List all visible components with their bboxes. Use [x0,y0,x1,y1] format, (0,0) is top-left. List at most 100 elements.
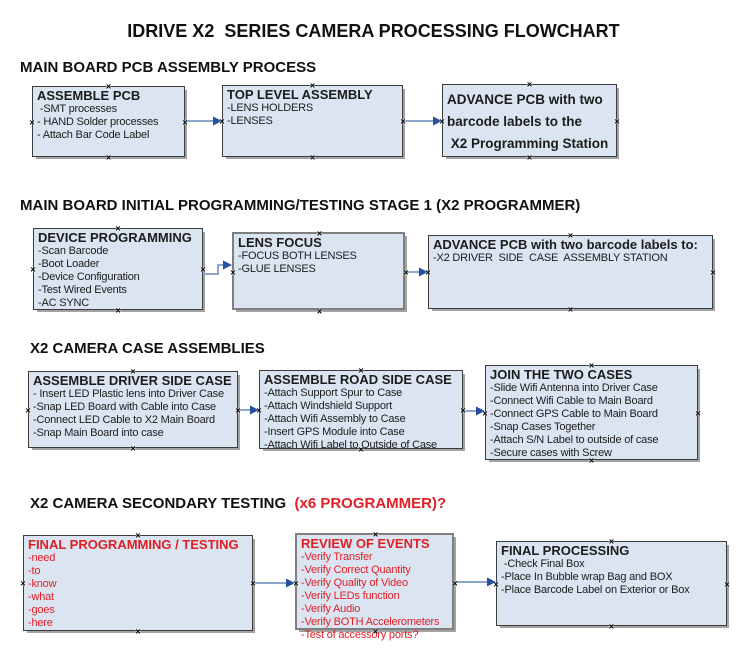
assemble-road-side-case-box-title: ASSEMBLE ROAD SIDE CASE [264,372,452,387]
connection-handle-top[interactable]: × [588,360,595,371]
join-the-two-cases-box-item: -Connect Wifi Cable to Main Board [490,395,653,407]
assemble-road-side-case-box-item: -Attach Wifi Assembly to Case [264,413,406,425]
device-programming-box[interactable]: DEVICE PROGRAMMING-Scan Barcode-Boot Loa… [30,223,206,315]
arrow-deviceprog-to-lensfocus-arrowhead-icon [223,260,232,270]
assemble-driver-side-case-box-item: -Snap Main Board into case [33,427,164,439]
review-of-events-box-item: -Verify Quality of Video [301,577,408,589]
review-of-events-box[interactable]: REVIEW OF EVENTS-Verify Transfer-Verify … [293,529,458,641]
review-of-events-box-item: -Verify Transfer [301,551,373,563]
assemble-driver-side-case-box[interactable]: ASSEMBLE DRIVER SIDE CASE- Insert LED Pl… [25,366,241,453]
review-of-events-box-title: REVIEW OF EVENTS [301,536,430,551]
join-the-two-cases-box-item: -Slide Wifi Antenna into Driver Case [490,382,658,394]
connection-handle-top[interactable]: × [130,366,136,377]
connection-handle-right[interactable]: × [250,578,256,589]
connection-handle-right[interactable]: × [710,267,716,278]
connection-handle-bottom[interactable]: × [135,626,141,637]
lens-focus-box-title: LENS FOCUS [238,235,322,250]
connection-handle-top[interactable]: × [358,365,364,376]
connection-handle-right[interactable]: × [460,405,466,415]
advance-pcb-to-driver-case-station-box-title: ADVANCE PCB with two barcode labels to: [433,237,698,252]
connection-handle-bottom[interactable]: × [588,455,595,466]
connection-handle-bottom[interactable]: × [105,152,112,163]
arrow-lensfocus-to-advancepcb2-arrowhead-icon [419,267,428,277]
connection-handle-left[interactable]: × [25,405,31,415]
arrow-deviceprog-to-lensfocus[interactable] [203,264,224,275]
assemble-driver-side-case-box-item: -Connect LED Cable to X2 Main Board [33,414,215,426]
connection-handle-right[interactable]: × [614,116,620,126]
connection-handle-bottom[interactable]: × [130,443,136,454]
top-level-assembly-box-item: -LENSES [227,115,273,127]
connection-handle-bottom[interactable]: × [567,304,574,315]
connection-handle-top[interactable]: × [135,530,141,541]
connection-handle-top[interactable]: × [567,230,574,241]
connection-handle-left[interactable]: × [30,264,36,275]
connection-handle-top[interactable]: × [316,228,323,239]
connection-handle-top[interactable]: × [309,80,316,91]
join-the-two-cases-box[interactable]: JOIN THE TWO CASES-Slide Wifi Antenna in… [482,360,701,465]
connection-handle-left[interactable]: × [256,405,262,415]
advance-pcb-to-programming-station-box[interactable]: ADVANCE PCB with two barcode labels to t… [439,79,620,162]
connection-handle-top[interactable]: × [105,81,112,92]
final-processing-box[interactable]: FINAL PROCESSING -Check Final Box -Place … [493,536,730,631]
assemble-driver-side-case-box-title: ASSEMBLE DRIVER SIDE CASE [33,373,232,388]
review-of-events-box-item: -Verify Correct Quantity [301,564,411,576]
final-programming-testing-box-item: -what [28,591,54,603]
final-programming-testing-box[interactable]: FINAL PROGRAMMING / TESTING-need-to-know… [20,530,256,636]
connection-handle-left[interactable]: × [219,116,225,127]
arrow-assemblepcb-to-toplevel-arrowhead-icon [213,116,222,126]
connection-handle-right[interactable]: × [400,116,406,127]
connection-handle-top[interactable]: × [115,223,121,234]
section-heading-case-assemblies: X2 CAMERA CASE ASSEMBLIES [30,340,265,357]
assemble-road-side-case-box-item: -Attach Wifi Label to Outside of Case [264,439,437,451]
connection-handle-right[interactable]: × [200,264,206,275]
connection-handle-right[interactable]: × [235,405,241,415]
connection-handle-bottom[interactable]: × [372,626,379,637]
connection-handle-right[interactable]: × [695,408,701,418]
connection-handle-right[interactable]: × [724,579,730,589]
join-the-two-cases-box-item: -Connect GPS Cable to Main Board [490,408,658,420]
review-of-events-box-item: -Verify BOTH Accelerometers [301,616,440,628]
final-programming-testing-box-item: -here [28,617,53,629]
connection-handle-bottom[interactable]: × [316,306,323,317]
review-of-events-box-item: -Verify LEDs function [301,590,400,602]
assemble-road-side-case-box[interactable]: ASSEMBLE ROAD SIDE CASE-Attach Support S… [256,365,466,454]
arrow-toplevel-to-advancepcb1-arrowhead-icon [433,116,442,126]
connection-handle-left[interactable]: × [439,116,445,126]
section-heading-pcb-assembly: MAIN BOARD PCB ASSEMBLY PROCESS [20,59,317,76]
connection-handle-left[interactable]: × [20,578,26,589]
connection-handle-bottom[interactable]: × [608,621,615,632]
assemble-driver-side-case-box-item: - Insert LED Plastic lens into Driver Ca… [33,388,224,400]
final-processing-box-item: -Check Final Box [501,558,585,570]
connection-handle-bottom[interactable]: × [358,444,364,455]
connection-handle-left[interactable]: × [230,267,236,278]
final-processing-box-item: -Place Barcode Label on Exterior or Box [501,584,690,596]
connection-handle-top[interactable]: × [526,79,533,90]
lens-focus-box[interactable]: LENS FOCUS-FOCUS BOTH LENSES-GLUE LENSES… [230,228,409,316]
assemble-road-side-case-box-item: -Attach Support Spur to Case [264,387,403,399]
connection-handle-top[interactable]: × [608,536,615,547]
join-the-two-cases-box-item: -Snap Cases Together [490,421,596,433]
connection-handle-right[interactable]: × [182,117,188,127]
connection-handle-bottom[interactable]: × [115,305,121,316]
advance-pcb-to-driver-case-station-box[interactable]: ADVANCE PCB with two barcode labels to:-… [425,230,716,314]
final-processing-box-title: FINAL PROCESSING [501,543,630,558]
device-programming-box-item: -Boot Loader [38,258,100,270]
assemble-pcb-box[interactable]: ASSEMBLE PCB -SMT processes- HAND Solder… [29,81,188,162]
device-programming-box-item: -Device Configuration [38,271,140,283]
connection-handle-bottom[interactable]: × [526,152,533,163]
connection-handle-left[interactable]: × [493,579,499,589]
connection-handle-right[interactable]: × [403,267,409,278]
connection-handle-left[interactable]: × [425,267,431,278]
connection-handle-left[interactable]: × [29,117,35,127]
connection-handle-right[interactable]: × [452,578,458,588]
connection-handle-left[interactable]: × [482,408,488,418]
connection-handle-top[interactable]: × [372,529,379,540]
connection-handle-left[interactable]: × [293,578,299,588]
section-heading-secondary-testing: X2 CAMERA SECONDARY TESTING (x6 PROGRAMM… [30,495,446,512]
arrow-road-to-join-arrowhead-icon [476,406,485,416]
connection-handle-bottom[interactable]: × [309,152,316,163]
device-programming-box-item: -Test Wired Events [38,284,127,296]
top-level-assembly-box[interactable]: TOP LEVEL ASSEMBLY-LENS HOLDERS-LENSES××… [219,80,406,162]
